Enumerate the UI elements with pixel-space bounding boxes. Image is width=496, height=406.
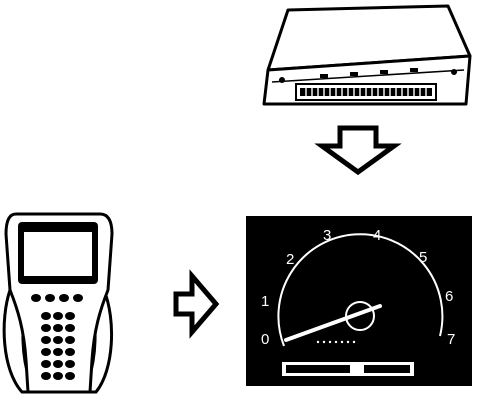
ecu-module-icon [262,4,472,106]
tach-label-7: 7 [447,331,455,348]
tach-label-3: 3 [323,227,331,244]
tach-label-1: 1 [261,293,269,310]
tachometer-needle [284,304,382,342]
tach-label-5: 5 [419,249,427,266]
arrow-down-icon [314,125,402,176]
arrow-right-icon [173,269,220,339]
tach-label-0: 0 [261,331,269,348]
tach-label-6: 6 [445,288,453,305]
tach-label-2: 2 [286,251,294,268]
tachometer-icon: 0 1 2 3 4 5 6 7 [246,216,472,386]
tach-label-4: 4 [373,227,381,244]
scan-tool-icon [2,212,114,394]
